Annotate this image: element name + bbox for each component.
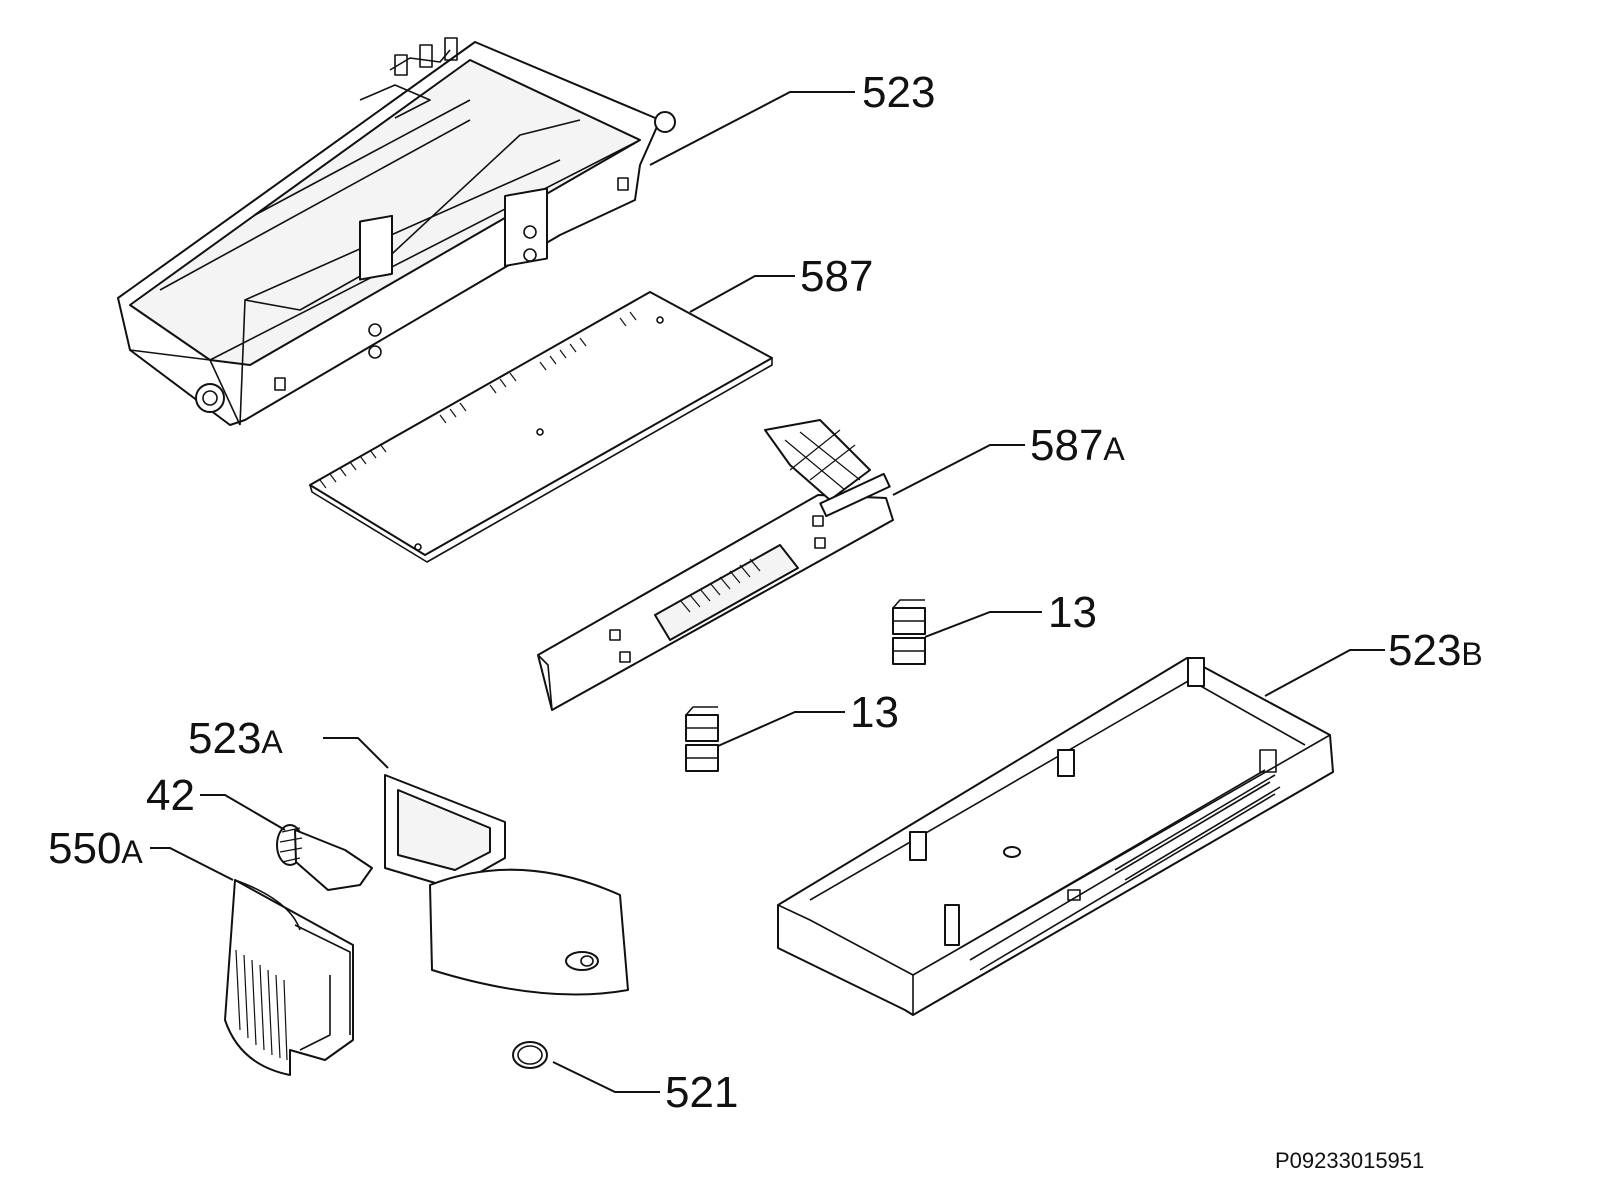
knob-grip-ribs [235, 949, 288, 1061]
leader-523 [649, 91, 855, 166]
callout-523: 523 [862, 68, 935, 117]
callout-labels: 523 587 587A 13 13 523B 523A 42 550A 521… [48, 68, 1483, 1173]
part-523-housing[interactable] [117, 37, 676, 426]
part-13-clip-upper[interactable] [892, 599, 926, 665]
leader-13a [924, 611, 1042, 638]
part-550A-knob-cap[interactable] [224, 879, 354, 1076]
leader-523B [1264, 649, 1385, 697]
callout-587A: 587A [1030, 421, 1125, 470]
ribbon-cable [784, 429, 861, 491]
part-587-circuit-board[interactable] [309, 291, 773, 563]
leader-lines [150, 91, 1385, 1093]
leader-521 [552, 1061, 660, 1093]
part-587A-display-board[interactable] [537, 419, 894, 711]
part-523A-knob-cover[interactable] [384, 774, 629, 996]
display-segments [679, 558, 761, 613]
callout-523A: 523A [188, 714, 283, 763]
callout-521: 521 [665, 1068, 738, 1117]
part-13-clip-lower[interactable] [685, 706, 719, 772]
leader-587 [689, 275, 795, 313]
leader-587A [892, 444, 1025, 496]
callout-550A: 550A [48, 824, 143, 873]
callout-42: 42 [146, 771, 195, 820]
callout-587: 587 [800, 252, 873, 301]
callout-13-lower: 13 [850, 688, 899, 737]
leader-550A [150, 847, 234, 881]
part-42-spindle[interactable] [276, 824, 373, 891]
leader-523A [323, 737, 389, 769]
leader-13b [717, 711, 845, 747]
pcb-traces [319, 311, 637, 489]
callout-523B: 523B [1388, 626, 1483, 675]
callout-13-upper: 13 [1048, 588, 1097, 637]
part-523B-tray[interactable] [777, 657, 1334, 1016]
drawing-reference-code: P09233015951 [1275, 1148, 1424, 1173]
leader-42 [200, 794, 286, 831]
part-521-o-ring[interactable] [512, 1041, 548, 1069]
